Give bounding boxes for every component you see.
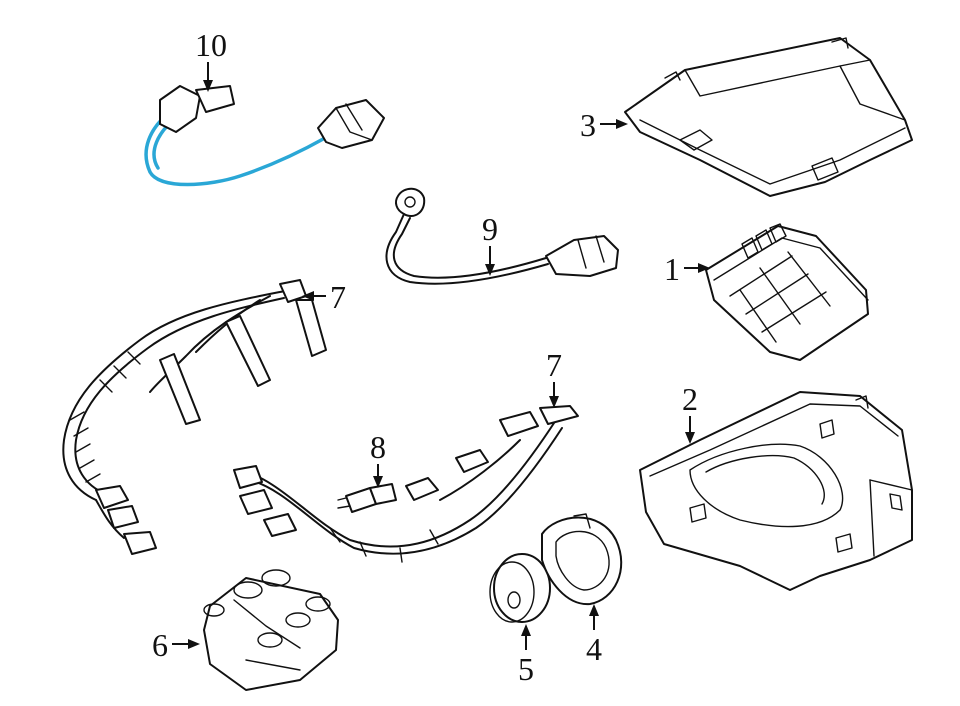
callout-5-label: 5 <box>518 651 534 687</box>
callout-6-arrowhead <box>188 639 200 649</box>
callout-8-label: 8 <box>370 429 386 465</box>
part-10-sensor[interactable] <box>144 85 385 187</box>
part-1-control-unit[interactable] <box>705 223 869 361</box>
callout-6-label: 6 <box>152 627 168 663</box>
callout-7a-label: 7 <box>330 279 346 315</box>
part-7-ignition-harness-left[interactable] <box>62 279 327 555</box>
callout-1-arrowhead <box>698 263 710 273</box>
callout-8-arrowhead <box>373 476 383 488</box>
callout-2-arrowhead <box>685 432 695 444</box>
callout-7b-label: 7 <box>546 347 562 383</box>
callout-4-label: 4 <box>586 631 602 667</box>
callout-4-arrowhead <box>589 604 599 616</box>
part-7-ignition-harness-right[interactable] <box>233 405 579 563</box>
callout-10-label: 10 <box>195 27 227 63</box>
part-6-coil-pack[interactable] <box>203 569 339 691</box>
callout-9-label: 9 <box>482 211 498 247</box>
part-8-sensor-plug[interactable] <box>337 483 397 513</box>
callout-7a-arrowhead <box>302 291 314 301</box>
part-4-rotor[interactable] <box>541 513 623 606</box>
callout-2-label: 2 <box>682 381 698 417</box>
callout-9-arrowhead <box>485 264 495 276</box>
part-9-knock-sensor[interactable] <box>385 187 619 285</box>
callout-1-label: 1 <box>664 251 680 287</box>
part-5-pulley[interactable] <box>489 553 551 623</box>
callout-5-arrowhead <box>521 624 531 636</box>
callout-3-label: 3 <box>580 107 596 143</box>
part-2-housing-tray[interactable] <box>639 391 913 591</box>
part-3-module-cover[interactable] <box>624 37 913 197</box>
callout-10-arrowhead <box>203 80 213 92</box>
callout-7b-arrowhead <box>549 396 559 408</box>
callout-3-arrowhead <box>616 119 628 129</box>
